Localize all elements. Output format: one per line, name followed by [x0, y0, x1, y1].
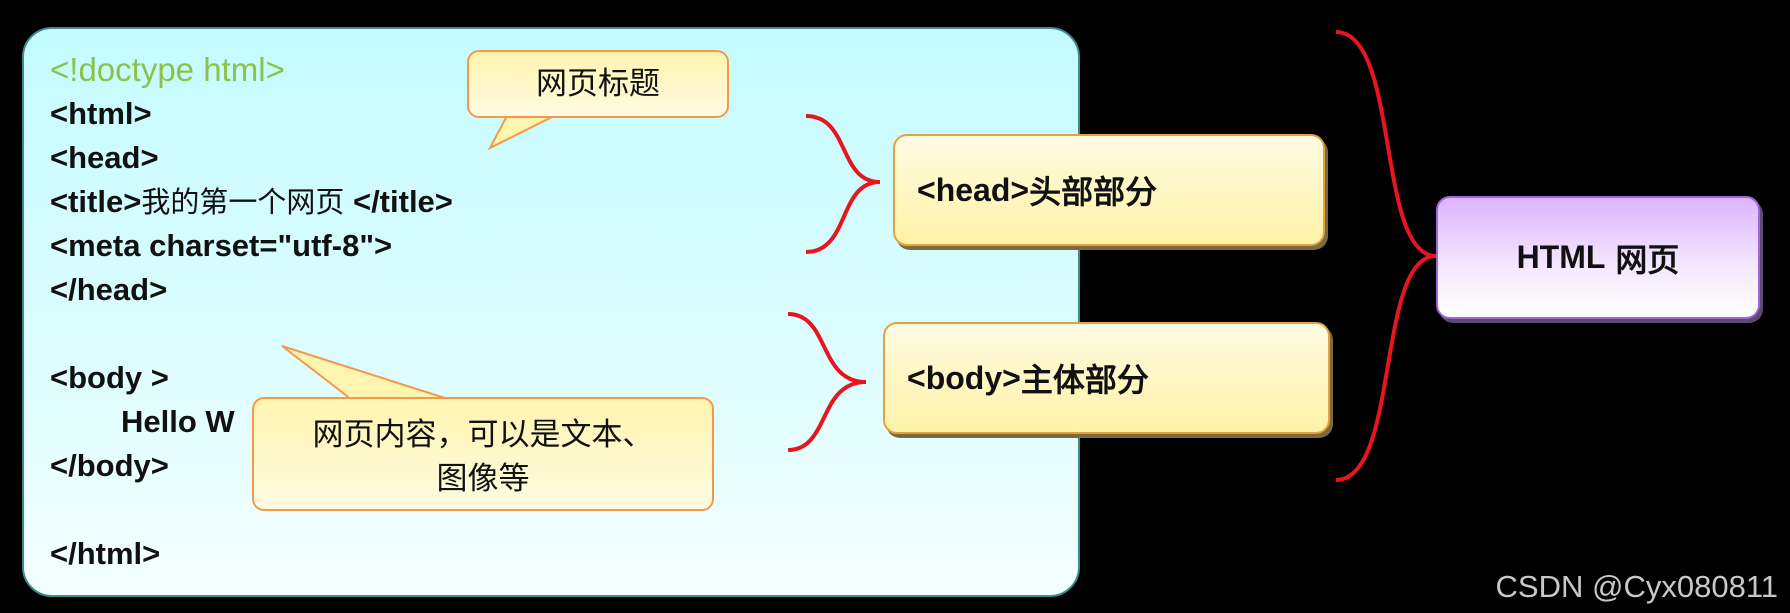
content-callout-line-1: 网页内容，可以是文本、 — [312, 417, 654, 453]
code-line-meta: <meta charset="utf-8"> — [50, 228, 393, 263]
title-callout-text: 网页标题 — [536, 66, 660, 102]
code-line-head-open: <head> — [50, 140, 159, 175]
code-line-title: <title>我的第一个网页 </title> — [50, 186, 453, 217]
code-line-html-open: <html> — [50, 96, 152, 131]
content-callout-line-2: 图像等 — [436, 461, 530, 497]
code-line-head-close: </head> — [50, 272, 168, 307]
page-bracket — [1335, 30, 1437, 482]
code-line-body-open: <body > — [50, 360, 169, 395]
title-callout: 网页标题 — [467, 50, 729, 118]
code-line-doctype: <!doctype html> — [50, 51, 285, 88]
title-open-tag: <title> — [50, 184, 142, 219]
title-text: 我的第一个网页 — [141, 185, 345, 219]
title-close-tag: </title> — [352, 184, 453, 219]
content-callout: 网页内容，可以是文本、 图像等 — [252, 397, 714, 511]
head-bracket — [805, 114, 881, 254]
html-page-label-en: HTML — [1516, 239, 1606, 275]
head-label-box: <head>头部部分 — [893, 134, 1325, 246]
body-label-tag: <body> — [907, 359, 1021, 396]
head-label-tag: <head> — [917, 171, 1030, 208]
body-bracket — [787, 312, 867, 452]
html-page-label-cn: 网页 — [1615, 240, 1680, 279]
head-label-text: 头部部分 — [1029, 173, 1158, 211]
watermark: CSDN @Cyx080811 — [1495, 569, 1778, 604]
code-line-body-close: </body> — [50, 448, 169, 483]
body-label-text: 主体部分 — [1020, 361, 1149, 399]
code-line-body-content: Hello W — [121, 404, 235, 439]
body-label-box: <body>主体部分 — [883, 322, 1330, 434]
code-line-html-close: </html> — [50, 536, 161, 571]
